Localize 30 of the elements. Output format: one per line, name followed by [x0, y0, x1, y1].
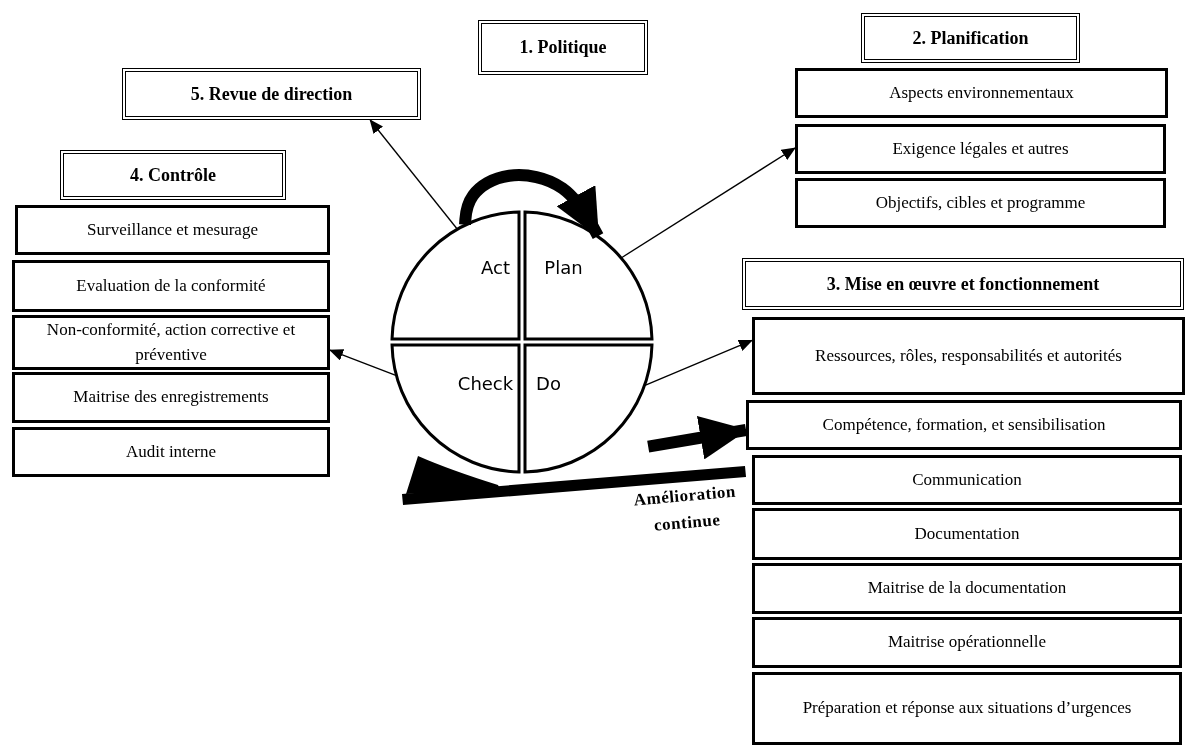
arrow [329, 349, 397, 377]
process-box: Maitrise opérationnelle [752, 617, 1182, 668]
section-title: 2. Planification [861, 13, 1080, 63]
process-box: Communication [752, 455, 1182, 505]
process-box: Audit interne [12, 427, 330, 477]
process-box: Documentation [752, 508, 1182, 560]
quadrant-label: Plan [544, 257, 583, 278]
process-box: Evaluation de la conformité [12, 260, 330, 312]
process-box: Compétence, formation, et sensibilisation [746, 400, 1182, 450]
arrow [620, 147, 796, 259]
curved-arrow [459, 169, 604, 239]
process-box: Surveillance et mesurage [15, 205, 330, 255]
arrow [643, 339, 753, 387]
process-box: Ressources, rôles, responsabilités et autorités [752, 317, 1185, 395]
process-box: Objectifs, cibles et programme [795, 178, 1166, 228]
arrow [369, 119, 458, 230]
process-box: Non-conformité, action corrective et préventive [12, 315, 330, 370]
section-title: 3. Mise en œuvre et fonctionnement [742, 258, 1184, 310]
process-box: Maitrise des enregistrements [12, 372, 330, 423]
quadrant-label: Do [536, 373, 561, 394]
caption-text: Amélioration continue [632, 480, 738, 537]
section-title: 4. Contrôle [60, 150, 286, 200]
process-box: Préparation et réponse aux situations d’urgences [752, 672, 1182, 745]
section-title: 5. Revue de direction [122, 68, 421, 120]
quadrant-label: Check [457, 373, 514, 394]
section-title: 1. Politique [478, 20, 648, 75]
process-box: Maitrise de la documentation [752, 563, 1182, 614]
process-box: Exigence légales et autres [795, 124, 1166, 174]
process-box: Aspects environnementaux [795, 68, 1168, 118]
quadrant-label: Act [481, 257, 510, 278]
